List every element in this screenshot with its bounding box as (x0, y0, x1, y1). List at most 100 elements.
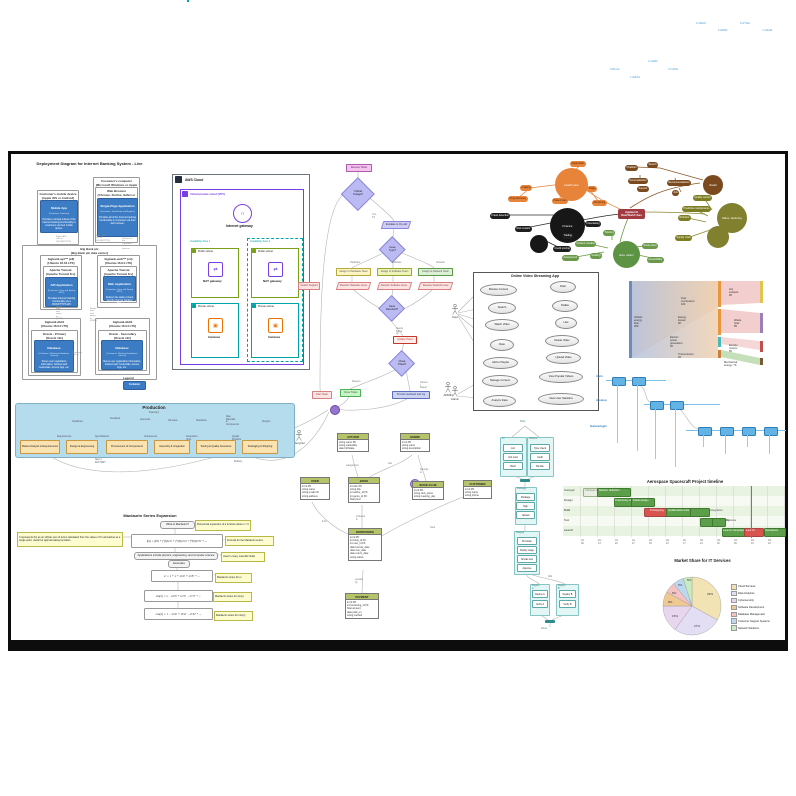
er-table: BOOK-CLUB int id PK string club_name str… (412, 481, 444, 501)
mindmap-topic-circle: Health care (555, 168, 588, 201)
flow-box: Assign to Hardware Team (336, 268, 371, 276)
pipeline-stage-title: Region A (532, 584, 540, 590)
pipeline-task: Verify B (559, 600, 576, 608)
actor: Admin (450, 386, 460, 401)
flow-box: Alert Team (312, 391, 332, 399)
c4-mobile-app-desc: Provides a limited subset of the Interne… (42, 217, 76, 230)
er-relation-label: from (322, 520, 327, 523)
usecase-ellipse: Browse Content (480, 284, 517, 296)
aws-instance-icon-2: ▣ (268, 318, 283, 333)
flow-decision-diamond: Close Ticket? (388, 350, 416, 378)
production-title: Production (142, 405, 166, 410)
maclaurin-formula: cos(x) = 1 − x²/2! + x⁴/4! − x⁶/6! + ... (144, 608, 213, 620)
gantt-section-label: Build (564, 508, 571, 512)
git-commit-stem (703, 435, 704, 447)
aws-internet-gateway-icon: ∩ (233, 204, 252, 223)
aws-instance-label-1: Instance (208, 335, 221, 339)
git-commit-tag: 3-7e2b51 (668, 68, 679, 71)
er-table-rows: string name PK string nationality date b… (339, 440, 358, 451)
maclaurin-note: It represents f(x) as an infinite sum of… (17, 532, 123, 547)
actor: Recycler (294, 430, 305, 445)
maclaurin-note: Formula for the Maclaurin series (225, 536, 274, 546)
pie-legend-row: Data Analytics (731, 590, 770, 597)
flow-edge-label: Cancel / Reject (420, 381, 428, 390)
pipeline-task: Bundle (530, 462, 550, 470)
pipeline-task: Unit tests (503, 453, 523, 461)
gantt-task-label: Detail design (633, 499, 649, 502)
git-commit-stem (769, 435, 770, 454)
er-table: AUTHOR string name PK string nationality… (337, 433, 369, 453)
gantt-section-label: Concept (564, 488, 575, 492)
flow-decision-diamond: Critical Outage? (341, 177, 375, 211)
mindmap-node: Study plans (642, 243, 659, 249)
er-table: PAYMENT int id PK int borrowing_id FK fl… (345, 593, 379, 619)
c4-title: Deployment Diagram for Internet Banking … (36, 161, 143, 166)
gantt-tick-label: 01-13 (598, 539, 602, 545)
actor-label: ADMIN (443, 393, 453, 397)
pie-pct-label: 5% (687, 578, 692, 582)
er-table: GENRE int id PK string name string descr… (400, 433, 430, 453)
pipeline-task: Sign (516, 502, 535, 510)
git-commit-node (764, 427, 778, 436)
aws-public-subnet-1 (191, 248, 239, 298)
c4-tomcat2-label: Apache Tomcat [Apache Tomcat 8.x] (103, 268, 134, 276)
gantt-task-bar (631, 497, 655, 507)
git-commit-tag: 7-e9d4a6 (762, 29, 773, 32)
pie-legend-row: Software Development (731, 604, 770, 611)
pie-legend-label: Cloud Services (738, 585, 756, 589)
c4-edge-label: Makes API calls to [JSON/HTTPS] (95, 235, 110, 242)
production-step-box: Design & Engineering (66, 440, 98, 454)
sankey-node (760, 341, 763, 352)
maclaurin-formula: f(x) = f(0) + f′(0)x/1! + f″(0)x²/2! + f… (131, 534, 223, 548)
c4-web-node-label: bigbank-web*** (x4) [Ubuntu 16.04 LTS] (104, 257, 133, 265)
sankey-node-label: Energy losses: 90 (678, 316, 687, 325)
aws-private-subnet-icon-2 (252, 304, 256, 308)
c4-api-node-label: bigbank-api*** (x8) [Ubuntu 16.04 LTS] (47, 257, 75, 265)
production-edge-label: Designs (262, 421, 271, 423)
mindmap-node: Accessibility (647, 257, 664, 263)
production-edge-label: Raw Materials & Components (226, 416, 240, 426)
gantt-task-label: Launch (746, 529, 755, 532)
maclaurin-note: Maclaurin series for sin(x) (213, 592, 252, 602)
usecase-ellipse: Add to Playlist (483, 357, 518, 369)
mindmap-topic-circle (530, 235, 548, 253)
er-table-rows: int id PK string name string email UK st… (302, 484, 319, 498)
usecase-ellipse: View User Statistics (538, 393, 584, 405)
flow-box: Provide feedback and log (392, 391, 430, 399)
gantt-task-label: Integration (710, 509, 723, 512)
pie-legend-swatch (731, 604, 737, 611)
c4-db02-label: bigbank-db02 [Ubuntu 16.04 LTS] (108, 320, 137, 328)
c4-db2-desc: Stores user registration information, ha… (103, 359, 141, 369)
aws-private-subnet-2 (251, 303, 299, 358)
flow-box: Assign to Software Team (377, 268, 412, 276)
pie-pct-label: 27% (694, 624, 701, 628)
usecase-title: Online Video Streaming App (510, 274, 560, 278)
gantt-task-label: Launch campaign (723, 529, 745, 532)
c4-web-app-tech: [Container: Java and Spring MVC] (105, 288, 134, 293)
c4-web-app: Web Application [Container: Java and Spr… (103, 276, 136, 305)
aws-igw-label: Internet gateway (226, 224, 253, 228)
gantt-tick-label: 02-03 (649, 539, 653, 545)
gantt-tick-label: 02-17 (683, 539, 687, 545)
er-table-rows: int id PK string name string phone (465, 487, 479, 498)
er-table: BORROWING int id PK int book_id FK int u… (348, 528, 382, 561)
er-table-title: CUSTOMER (464, 481, 491, 487)
aws-cloud-label: AWS Cloud (185, 178, 204, 182)
gantt-task-label: Concept study (585, 489, 603, 492)
er-relation-label: needed by (355, 578, 363, 584)
mindmap-node: Personalization (628, 178, 649, 184)
git-commit-stem (725, 435, 726, 454)
pie-pct-label: 6% (672, 591, 677, 595)
pipeline-task: Deploy A (532, 590, 548, 598)
flow-box: Close Ticket (340, 389, 361, 397)
git-commit-tag: 1-4b8d7e (630, 76, 641, 79)
pipeline-label: Start (520, 420, 526, 423)
flow-decision-diamond: Issue Type? (379, 236, 406, 263)
production-edge-label: Components (144, 436, 158, 438)
sankey-node (718, 337, 721, 347)
mindmap-node: Patient care (552, 198, 569, 204)
er-table-title: BOOK-CLUB (413, 482, 443, 488)
usecase-ellipse: Upload Video (546, 352, 581, 364)
gantt-task-label: Qualification tests (668, 509, 690, 512)
flow-edge-label: Network (436, 261, 445, 264)
